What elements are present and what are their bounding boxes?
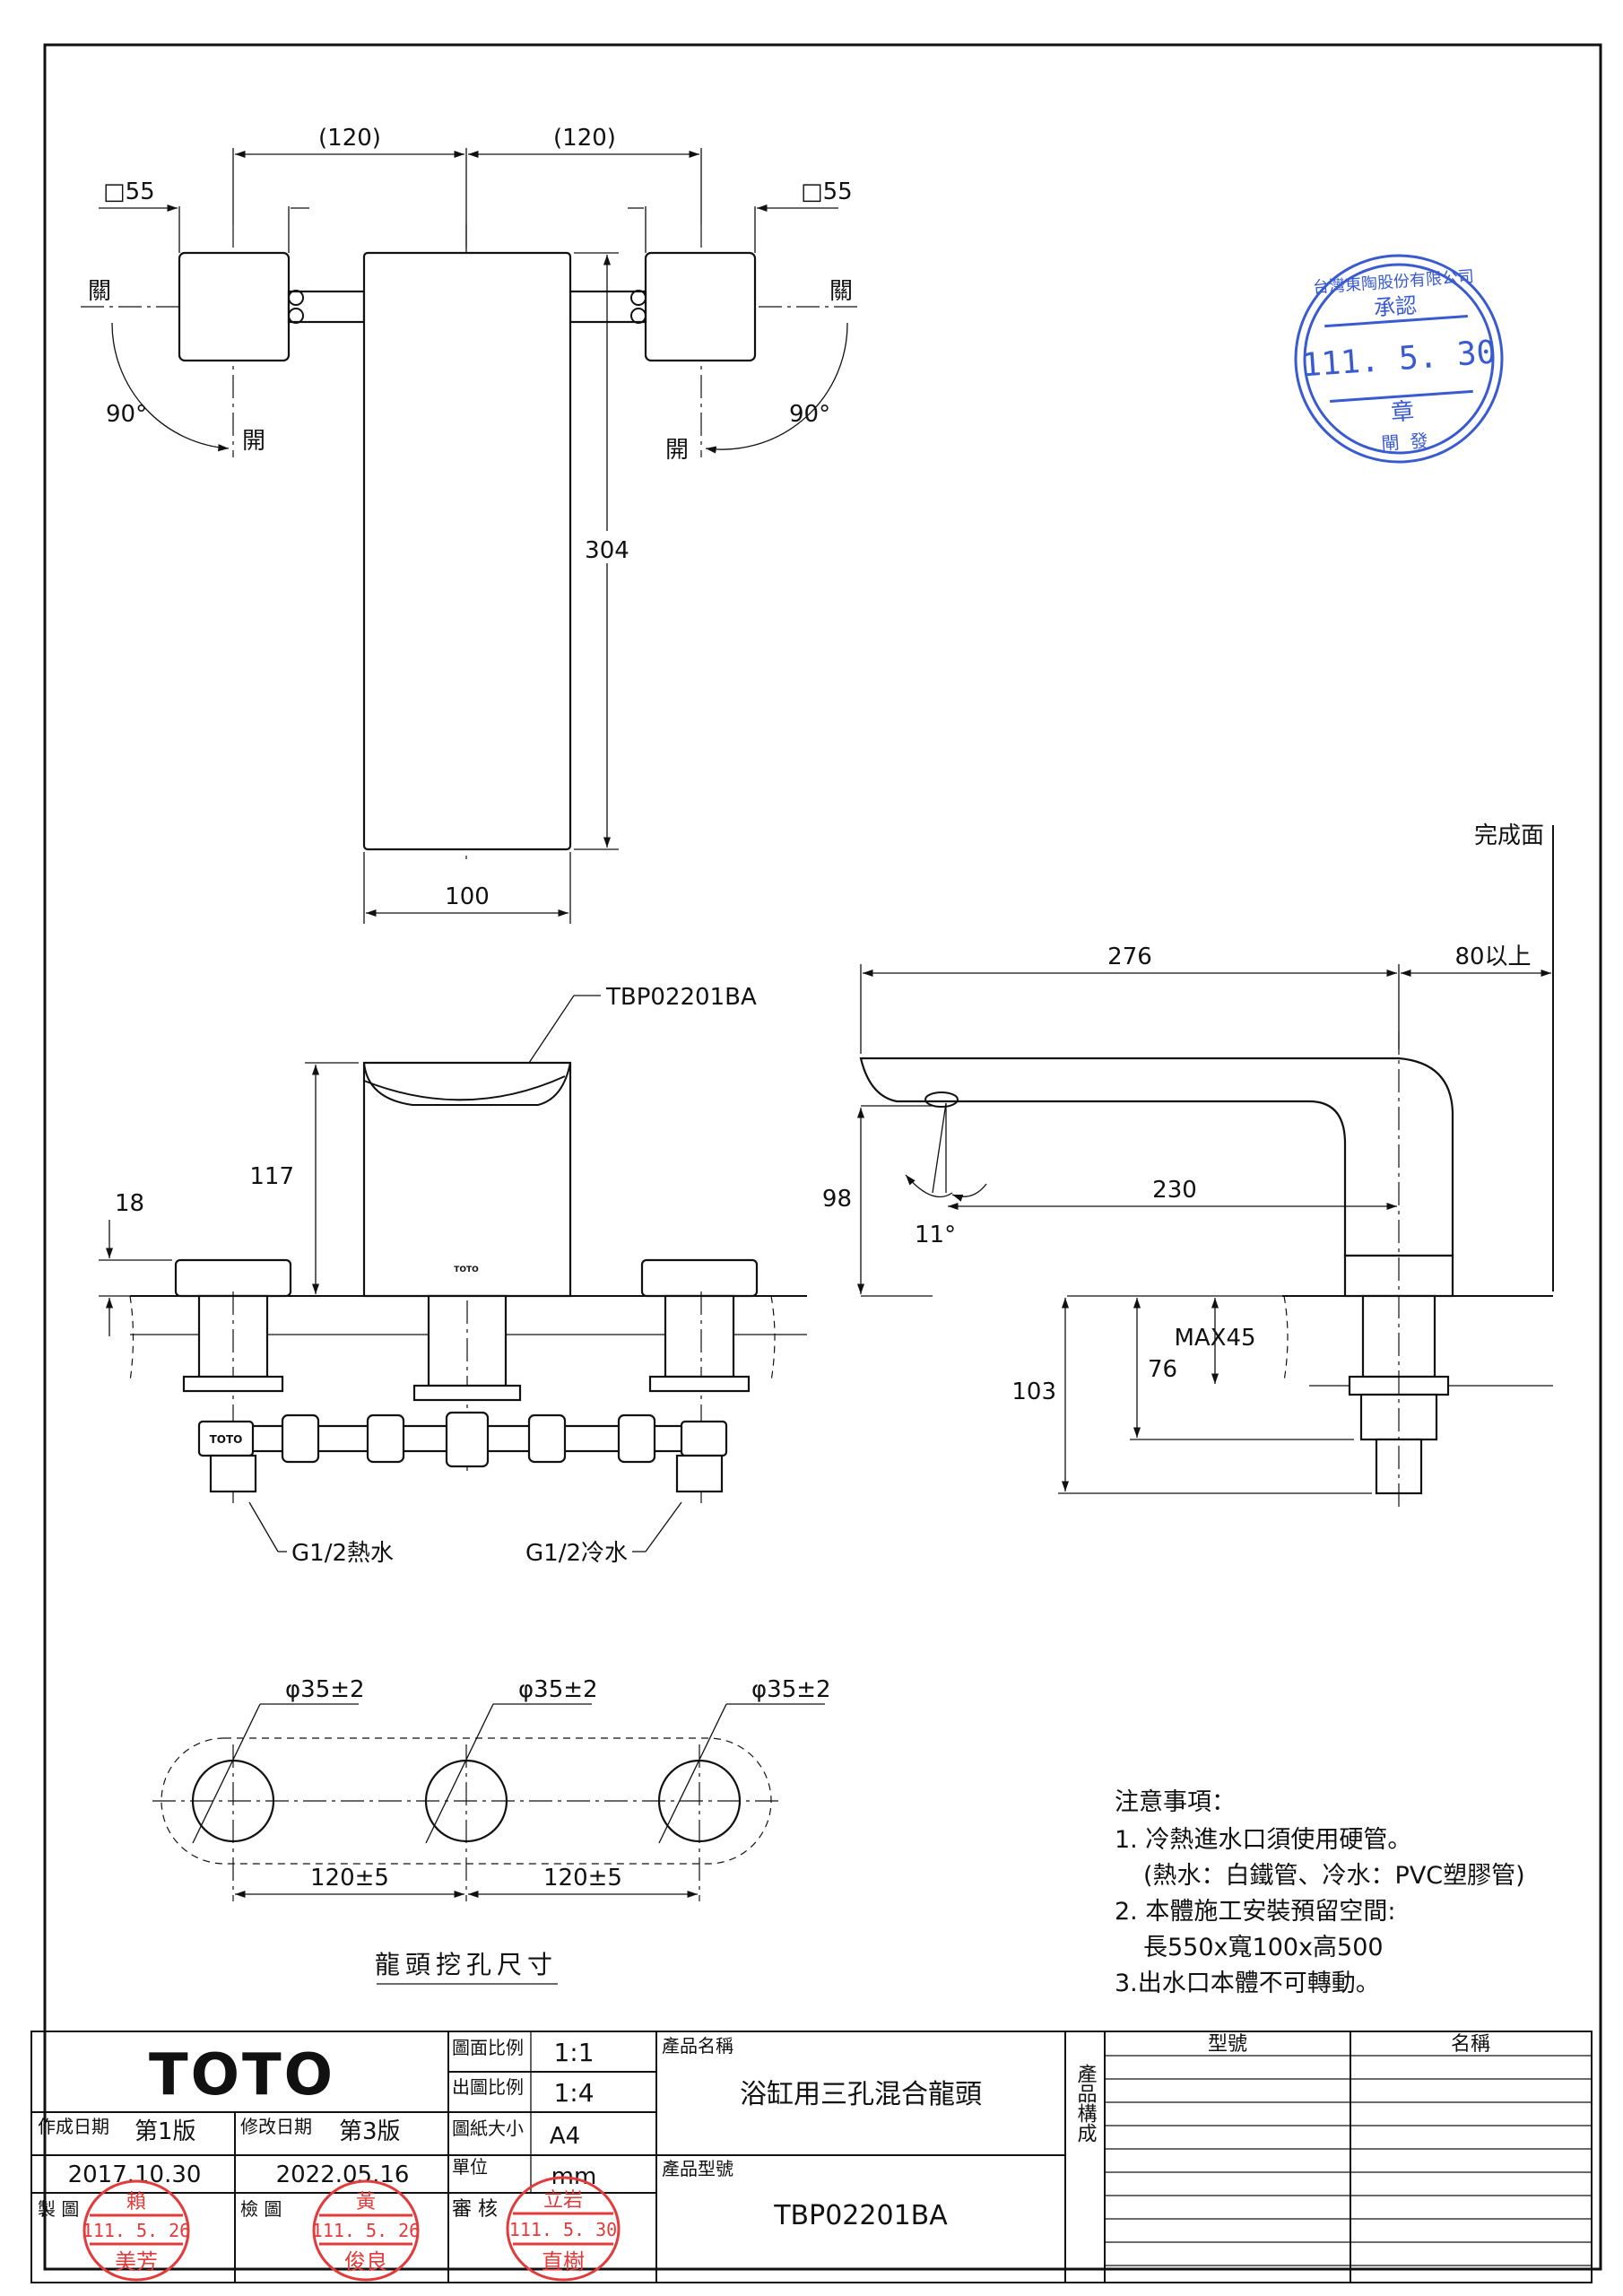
note-line-5: 3.出水口本體不可轉動。 (1115, 1970, 1380, 1997)
inner-reach-dim: 230 (1152, 1177, 1197, 1204)
outlet-height-dim: 98 (822, 1186, 852, 1213)
note-line-2: (熱水：白鐵管、冷水：PVC塑膠管) (1143, 1862, 1525, 1890)
paper-size: A4 (550, 2123, 580, 2150)
title-block: TOTO 作成日期 第1版 2017.10.30 修改日期 第3版 2022.0… (30, 2031, 1593, 2283)
reviewer-seal-name: 直樹 (542, 2249, 585, 2274)
top-view: (120) (120) □55 □55 關 關 開 開 (81, 125, 861, 924)
dim-left-spacing: (120) (318, 125, 381, 152)
front-view: TBP02201BA TOTO TOTO (99, 984, 807, 1567)
seal-bottom: 閘 發 (1381, 430, 1429, 455)
product-model: TBP02201BA (773, 2200, 948, 2231)
seal-center-bottom: 章 (1390, 398, 1415, 427)
note-line-3: 2. 本體施工安裝預留空間: (1115, 1898, 1395, 1926)
right-open-label: 開 (665, 437, 689, 464)
hole-spacing-2: 120±5 (543, 1865, 622, 1892)
note-line-1: 1. 冷熱進水口須使用硬管。 (1115, 1826, 1411, 1854)
left-handle-size: □55 (103, 178, 155, 205)
spout-length-dim: 304 (585, 537, 629, 564)
sheet-frame (43, 43, 1602, 2271)
reach-dim: 276 (1107, 944, 1152, 970)
unit-label: 單位 (452, 2156, 488, 2178)
left-angle-label: 90° (106, 401, 147, 428)
col-model: 型號 (1208, 2033, 1247, 2056)
reviewer-seal-date: 111. 5. 30 (509, 2219, 617, 2240)
product-model-label: 產品型號 (662, 2158, 733, 2179)
hot-inlet-label: G1/2熱水 (291, 1540, 394, 1567)
spout-top (362, 251, 572, 851)
model-callout: TBP02201BA (605, 984, 757, 1011)
seal-ring-text: 台灣東陶股份有限公司 (1313, 267, 1475, 298)
dim-right-spacing: (120) (553, 125, 616, 152)
hole-spacing-1: 120±5 (310, 1865, 389, 1892)
paper-size-label: 圖紙大小 (452, 2118, 524, 2139)
revised-label: 修改日期 (240, 2116, 312, 2137)
front-brand-mark: TOTO (454, 1265, 479, 1274)
checker-seal-top: 黃 (356, 2191, 376, 2213)
spout-width-dim: 100 (445, 883, 490, 910)
created-label: 作成日期 (38, 2116, 109, 2137)
handle-height-dim: 18 (115, 1190, 144, 1217)
created-version: 第1版 (135, 2118, 196, 2145)
left-open-label: 開 (242, 428, 265, 455)
product-name-label: 產品名稱 (662, 2035, 733, 2057)
svg-text:TOTO: TOTO (210, 1433, 243, 1446)
print-scale: 1:4 (553, 2078, 594, 2108)
left-handle-top (178, 251, 291, 362)
notes: 注意事項： 1. 冷熱進水口須使用硬管。 (熱水：白鐵管、冷水：PVC塑膠管) … (1115, 1788, 1525, 1997)
finish-surface-label: 完成面 (1474, 822, 1544, 849)
note-line-4: 長550x寬100x高500 (1143, 1934, 1384, 1961)
outlet-angle-dim: 11° (915, 1222, 956, 1248)
maker-seal-name: 美芳 (115, 2249, 158, 2274)
revised-version: 第3版 (339, 2118, 401, 2145)
below-deck-dim-2: 103 (1011, 1378, 1056, 1405)
seal-center-top: 承認 (1373, 293, 1418, 321)
maker-seal-top: 賴 (126, 2191, 146, 2213)
clearance-dim: 80以上 (1454, 944, 1531, 970)
seal-date: 111. 5. 30 (1300, 334, 1497, 384)
product-name: 浴缸用三孔混合龍頭 (740, 2079, 982, 2110)
maker-seal-date: 111. 5. 26 (82, 2220, 190, 2241)
deck-max-dim: MAX45 (1174, 1325, 1255, 1352)
reviewer-seal: 立岩 111. 5. 30 直樹 (506, 2176, 621, 2282)
spout-side (859, 1057, 1454, 1257)
checker-seal-name: 俊良 (344, 2249, 387, 2274)
hole-plan: φ35±2 φ35±2 φ35±2 120±5 120±5 龍頭挖孔尺寸 (152, 1676, 831, 1985)
checker-seal-date: 111. 5. 26 (312, 2220, 420, 2241)
drawing-scale-label: 圖面比例 (452, 2037, 524, 2058)
right-angle-label: 90° (789, 401, 830, 428)
right-closed-label: 關 (829, 278, 853, 305)
made-by-label: 製 圖 (38, 2198, 79, 2220)
created-date: 2017.10.30 (68, 2161, 202, 2188)
cold-inlet-label: G1/2冷水 (525, 1540, 628, 1567)
spout-height-dim: 117 (249, 1163, 294, 1190)
revised-date: 2022.05.16 (276, 2161, 410, 2188)
hole-plan-caption: 龍頭挖孔尺寸 (375, 1950, 558, 1979)
right-handle-top (644, 251, 757, 362)
col-name: 名稱 (1451, 2033, 1490, 2056)
hole-dia-2: φ35±2 (518, 1676, 598, 1703)
spout-front (362, 1061, 572, 1298)
approval-seal: 台灣東陶股份有限公司 承認 111. 5. 30 章 閘 發 (1294, 254, 1504, 464)
notes-title: 注意事項： (1115, 1788, 1236, 1816)
checker-seal: 黃 111. 5. 26 俊良 (312, 2179, 420, 2282)
print-scale-label: 出圖比例 (452, 2076, 524, 2098)
side-view: 完成面 276 80以上 98 11° (822, 822, 1554, 1507)
toto-logo: TOTO (149, 2042, 335, 2109)
reviewer-seal-top: 立岩 (543, 2189, 583, 2212)
composition-label: 產品構成 (1074, 2064, 1098, 2143)
maker-seal: 賴 111. 5. 26 美芳 (82, 2179, 190, 2282)
hole-dia-1: φ35±2 (285, 1676, 365, 1703)
checked-by-label: 檢 圖 (240, 2198, 282, 2220)
drawing-scale: 1:1 (553, 2038, 594, 2067)
left-closed-label: 關 (88, 278, 111, 305)
below-deck-dim-1: 76 (1148, 1356, 1177, 1383)
review-label: 審 核 (452, 2198, 498, 2221)
right-handle-size: □55 (801, 178, 853, 205)
hole-dia-3: φ35±2 (751, 1676, 831, 1703)
